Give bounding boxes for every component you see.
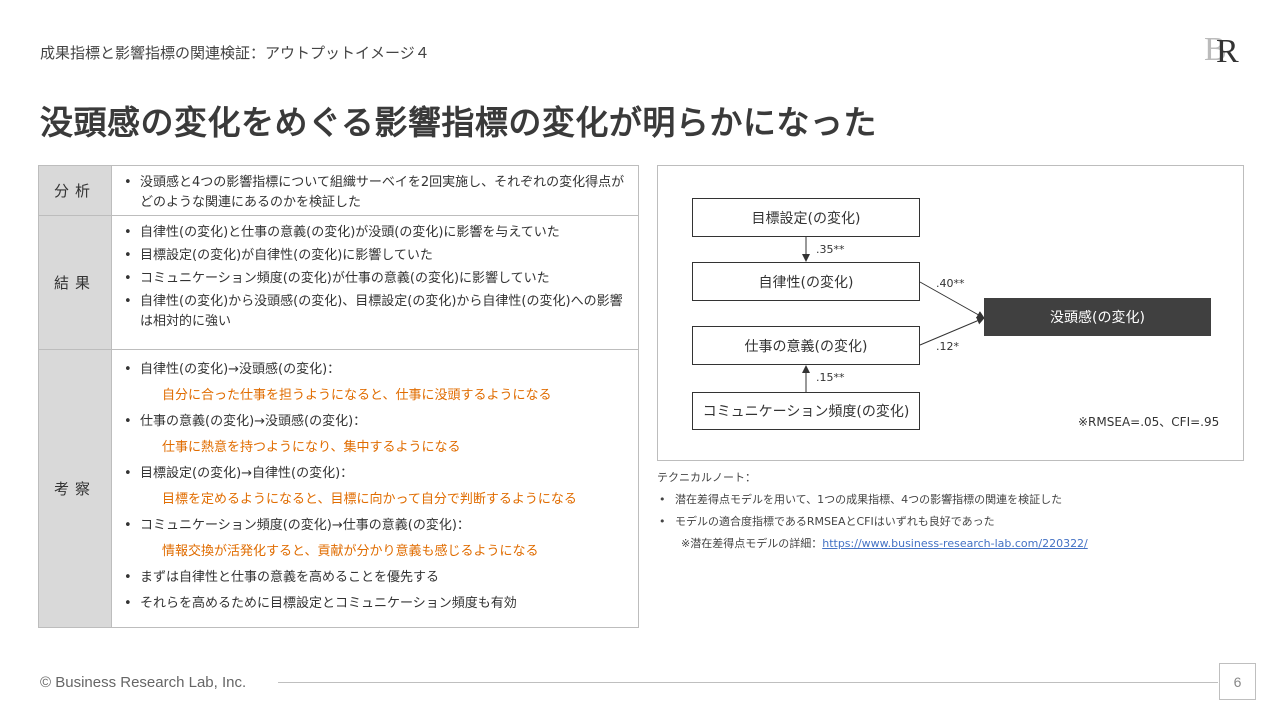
- arrow-autonomy-engagement: [919, 281, 985, 319]
- analysis-item: 没頭感と4つの影響指標について組織サーベイを2回実施し、それぞれの変化得点がどの…: [122, 173, 630, 213]
- insight-item: 目標設定(の変化)→自律性(の変化)：: [122, 464, 630, 484]
- reference-link[interactable]: https://www.business-research-lab.com/22…: [822, 537, 1088, 550]
- node-work-meaning: 仕事の意義(の変化): [692, 326, 920, 365]
- node-autonomy: 自律性(の変化): [692, 262, 920, 301]
- results-label: 結果: [39, 216, 112, 349]
- arrow-meaning-engagement: [919, 317, 985, 346]
- insight-item: 自律性(の変化)→没頭感(の変化)：: [122, 360, 630, 380]
- slide-subtitle: 成果指標と影響指標の関連検証：アウトプットイメージ４: [40, 44, 430, 62]
- result-item: 自律性(の変化)から没頭感(の変化)、目標設定(の変化)から自律性(の変化)への…: [122, 292, 630, 332]
- copyright: © Business Research Lab, Inc.: [40, 674, 247, 691]
- footer-divider: [278, 682, 1218, 683]
- analysis-content: 没頭感と4つの影響指標について組織サーベイを2回実施し、それぞれの変化得点がどの…: [112, 166, 638, 215]
- note-item: 潜在差得点モデルを用いて、1つの成果指標、4つの影響指標の関連を検証した: [657, 492, 1088, 508]
- insight-label: 考察: [39, 350, 112, 627]
- insight-content: 自律性(の変化)→没頭感(の変化)： 自分に合った仕事を担うようになると、仕事に…: [112, 350, 638, 627]
- note-reference: ※潜在差得点モデルの詳細：https://www.business-resear…: [657, 536, 1088, 552]
- coef-autonomy-engagement: .40**: [936, 277, 965, 290]
- notes-title: テクニカルノート：: [657, 471, 756, 484]
- node-goal-setting: 目標設定(の変化): [692, 198, 920, 237]
- insight-item: それらを高めるために目標設定とコミュニケーション頻度も有効: [122, 594, 630, 614]
- insight-detail: 情報交換が活発化すると、貢献が分かり意義も感じるようになる: [162, 544, 539, 559]
- insight-item: コミュニケーション頻度(の変化)→仕事の意義(の変化)：: [122, 516, 630, 536]
- insight-item: 仕事の意義(の変化)→没頭感(の変化)：: [122, 412, 630, 432]
- note-item: モデルの適合度指標であるRMSEAとCFIはいずれも良好であった: [657, 514, 1088, 530]
- node-engagement: 没頭感(の変化): [984, 298, 1211, 336]
- insight-row: 考察 自律性(の変化)→没頭感(の変化)： 自分に合った仕事を担うようになると、…: [39, 350, 638, 627]
- result-item: コミュニケーション頻度(の変化)が仕事の意義(の変化)に影響していた: [122, 269, 630, 289]
- node-communication: コミュニケーション頻度(の変化): [692, 392, 920, 430]
- results-row: 結果 自律性(の変化)と仕事の意義(の変化)が没頭(の変化)に影響を与えていた …: [39, 216, 638, 350]
- coef-goal-autonomy: .35**: [816, 243, 845, 256]
- page-number: 6: [1219, 663, 1256, 700]
- svg-text:B: B: [1204, 31, 1227, 68]
- diagram-arrows: [802, 237, 985, 392]
- insight-detail: 自分に合った仕事を担うようになると、仕事に没頭するようになる: [162, 388, 552, 403]
- reference-label: ※潜在差得点モデルの詳細：: [681, 537, 823, 550]
- results-content: 自律性(の変化)と仕事の意義(の変化)が没頭(の変化)に影響を与えていた 目標設…: [112, 216, 638, 349]
- svg-text:R: R: [1216, 33, 1239, 68]
- coef-communication-meaning: .15**: [816, 371, 845, 384]
- analysis-row: 分析 没頭感と4つの影響指標について組織サーベイを2回実施し、それぞれの変化得点…: [39, 166, 638, 216]
- insight-item: まずは自律性と仕事の意義を高めることを優先する: [122, 568, 630, 588]
- insight-detail: 目標を定めるようになると、目標に向かって自分で判断するようになる: [162, 492, 577, 507]
- result-item: 自律性(の変化)と仕事の意義(の変化)が没頭(の変化)に影響を与えていた: [122, 223, 630, 243]
- analysis-table: 分析 没頭感と4つの影響指標について組織サーベイを2回実施し、それぞれの変化得点…: [38, 165, 639, 628]
- slide-title: 没頭感の変化をめぐる影響指標の変化が明らかになった: [40, 103, 877, 142]
- path-diagram: 目標設定(の変化) 自律性(の変化) 仕事の意義(の変化) コミュニケーション頻…: [657, 165, 1244, 461]
- result-item: 目標設定(の変化)が自律性(の変化)に影響していた: [122, 246, 630, 266]
- technical-notes: テクニカルノート： 潜在差得点モデルを用いて、1つの成果指標、4つの影響指標の関…: [657, 470, 1088, 552]
- model-fit-note: ※RMSEA=.05、CFI=.95: [1078, 415, 1220, 429]
- analysis-label: 分析: [39, 166, 112, 215]
- insight-detail: 仕事に熱意を持つようになり、集中するようになる: [162, 440, 461, 455]
- coef-meaning-engagement: .12*: [936, 340, 959, 353]
- company-logo: B R: [1204, 31, 1239, 68]
